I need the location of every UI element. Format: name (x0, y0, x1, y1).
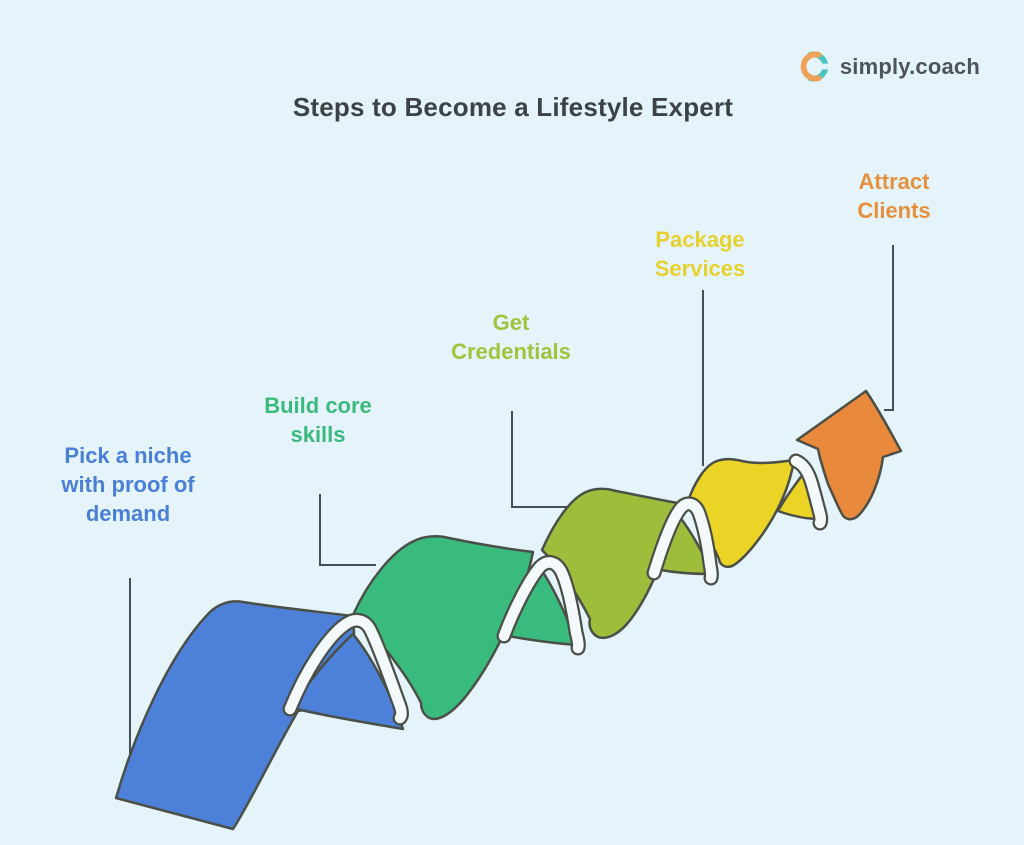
brand-logo: simply.coach (798, 50, 980, 83)
leader-line-step-2 (319, 494, 376, 566)
leader-line-step-5 (884, 245, 894, 411)
step-label-4: Package Services (654, 227, 746, 282)
step-label-5: Attract Clients (857, 169, 931, 224)
leader-line-step-3 (511, 411, 567, 508)
step-label-2: Build core skills (264, 393, 372, 448)
fold-band-4 (790, 455, 826, 529)
simply-coach-logo-icon (800, 51, 831, 82)
fold-band-1 (284, 615, 407, 724)
fold-band-3 (648, 498, 717, 584)
step-label-1: Pick a niche with proof of demand (61, 443, 195, 527)
brand-logo-text: simply.coach (839, 53, 980, 79)
ribbon-arrow-step-5 (795, 389, 903, 521)
logo-icon-gap (816, 63, 831, 70)
fold-band-2 (498, 557, 584, 654)
ribbon-wave-step-1 (114, 600, 356, 831)
ribbon-fold-bands (282, 453, 829, 726)
ribbon-fold-triangle-1 (290, 632, 405, 731)
step-label-3: Get Credentials (451, 310, 571, 365)
logo-orange-arc (800, 51, 822, 82)
page-title: Steps to Become a Lifestyle Expert (292, 92, 734, 122)
